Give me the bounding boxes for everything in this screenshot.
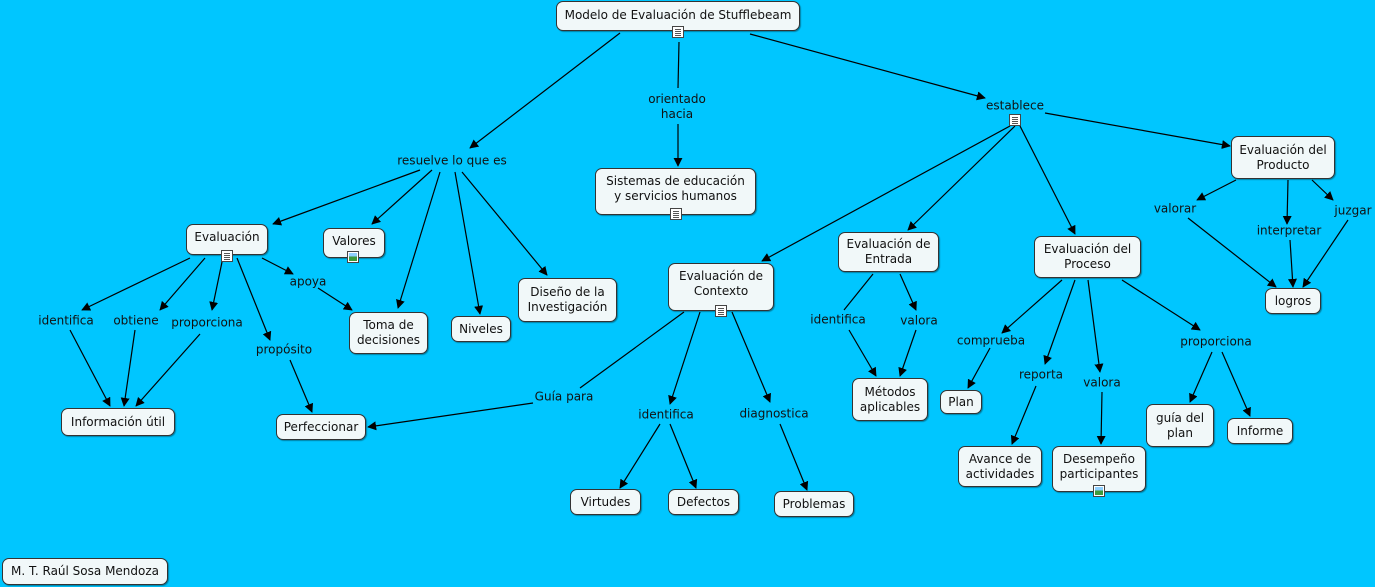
- link-guia-para: Guía para: [534, 389, 594, 404]
- informe-text: Informe: [1236, 423, 1284, 438]
- guia-plan-node[interactable]: guía del plan: [1146, 404, 1214, 447]
- producto-text: Evaluación del Producto: [1239, 142, 1327, 172]
- desempeno-node[interactable]: Desempeño participantes: [1052, 446, 1146, 492]
- toma-text: Toma de decisiones: [356, 318, 421, 347]
- document-icon[interactable]: [672, 26, 684, 38]
- producto-node[interactable]: Evaluación del Producto: [1231, 136, 1335, 179]
- avance-text: Avance de actividades: [965, 451, 1035, 481]
- proceso-text: Evaluación del Proceso: [1043, 242, 1132, 271]
- link-proposito: propósito: [255, 342, 313, 357]
- plan-node[interactable]: Plan: [940, 390, 982, 414]
- document-icon[interactable]: [1009, 114, 1021, 126]
- author-node[interactable]: M. T. Raúl Sosa Mendoza: [2, 558, 168, 585]
- link-juzgar: juzgar: [1334, 203, 1372, 218]
- link-comprueba: comprueba: [956, 333, 1026, 348]
- logros-node[interactable]: logros: [1265, 288, 1321, 314]
- guia-plan-text: guía del plan: [1155, 410, 1205, 440]
- virtudes-node[interactable]: Virtudes: [570, 489, 641, 515]
- link-resuelve: resuelve lo que es: [397, 153, 507, 168]
- info-text: Información útil: [70, 414, 166, 429]
- avance-node[interactable]: Avance de actividades: [958, 446, 1042, 487]
- title-text: Modelo de Evaluación de Stufflebeam: [564, 8, 792, 22]
- entrada-text: Evaluación de Entrada: [846, 237, 931, 266]
- evaluacion-node[interactable]: Evaluación: [186, 224, 268, 255]
- diseno-node[interactable]: Diseño de la Investigación: [518, 278, 617, 322]
- author-text: M. T. Raúl Sosa Mendoza: [10, 564, 160, 578]
- informe-node[interactable]: Informe: [1227, 418, 1293, 444]
- contexto-node[interactable]: Evaluación de Contexto: [668, 263, 774, 311]
- perfeccionar-text: Perfeccionar: [283, 419, 359, 434]
- link-establece: establece: [985, 98, 1045, 113]
- diseno-text: Diseño de la Investigación: [527, 285, 608, 314]
- logros-text: logros: [1274, 293, 1312, 308]
- link-obtiene: obtiene: [113, 313, 159, 328]
- link-identifica-ctx: identifica: [638, 407, 694, 422]
- niveles-node[interactable]: Niveles: [451, 316, 511, 342]
- link-identifica-eval: identifica: [38, 313, 94, 328]
- virtudes-text: Virtudes: [580, 494, 631, 509]
- link-reporta: reporta: [1018, 367, 1064, 382]
- sistemas-text: Sistemas de educación y servicios humano…: [606, 174, 745, 203]
- metodos-text: Métodos aplicables: [859, 384, 921, 414]
- metodos-node[interactable]: Métodos aplicables: [852, 378, 928, 421]
- evaluacion-text: Evaluación: [194, 230, 260, 244]
- link-valorar: valorar: [1153, 201, 1197, 216]
- link-diagnostica: diagnostica: [739, 406, 809, 421]
- niveles-text: Niveles: [459, 321, 503, 336]
- link-proporciona-proc: proporciona: [1180, 334, 1252, 349]
- valores-text: Valores: [332, 234, 376, 248]
- contexto-text: Evaluación de Contexto: [678, 269, 764, 298]
- problemas-node[interactable]: Problemas: [774, 491, 854, 517]
- link-interpretar: interpretar: [1256, 223, 1322, 238]
- defectos-node[interactable]: Defectos: [668, 489, 739, 515]
- plan-text: Plan: [948, 394, 974, 409]
- info-node[interactable]: Información útil: [61, 408, 175, 436]
- entrada-node[interactable]: Evaluación de Entrada: [838, 232, 939, 272]
- defectos-text: Defectos: [676, 494, 731, 509]
- perfeccionar-node[interactable]: Perfeccionar: [276, 414, 366, 440]
- desempeno-text: Desempeño participantes: [1059, 452, 1139, 481]
- link-valora-ent: valora: [900, 313, 938, 328]
- title-node[interactable]: Modelo de Evaluación de Stufflebeam: [556, 1, 800, 31]
- proceso-node[interactable]: Evaluación del Proceso: [1034, 236, 1141, 278]
- link-identifica-ent: identifica: [810, 312, 866, 327]
- link-apoya: apoya: [289, 274, 327, 289]
- image-icon[interactable]: [1093, 485, 1105, 497]
- link-orientado: orientado hacia: [648, 92, 706, 121]
- document-icon[interactable]: [221, 250, 233, 262]
- toma-node[interactable]: Toma de decisiones: [349, 312, 428, 354]
- link-proporciona-eval: proporciona: [171, 315, 243, 330]
- image-icon[interactable]: [347, 251, 359, 263]
- link-valora-proc: valora: [1083, 375, 1121, 390]
- document-icon[interactable]: [715, 305, 727, 317]
- sistemas-node[interactable]: Sistemas de educación y servicios humano…: [595, 168, 756, 215]
- document-icon[interactable]: [670, 208, 682, 220]
- problemas-text: Problemas: [782, 496, 846, 511]
